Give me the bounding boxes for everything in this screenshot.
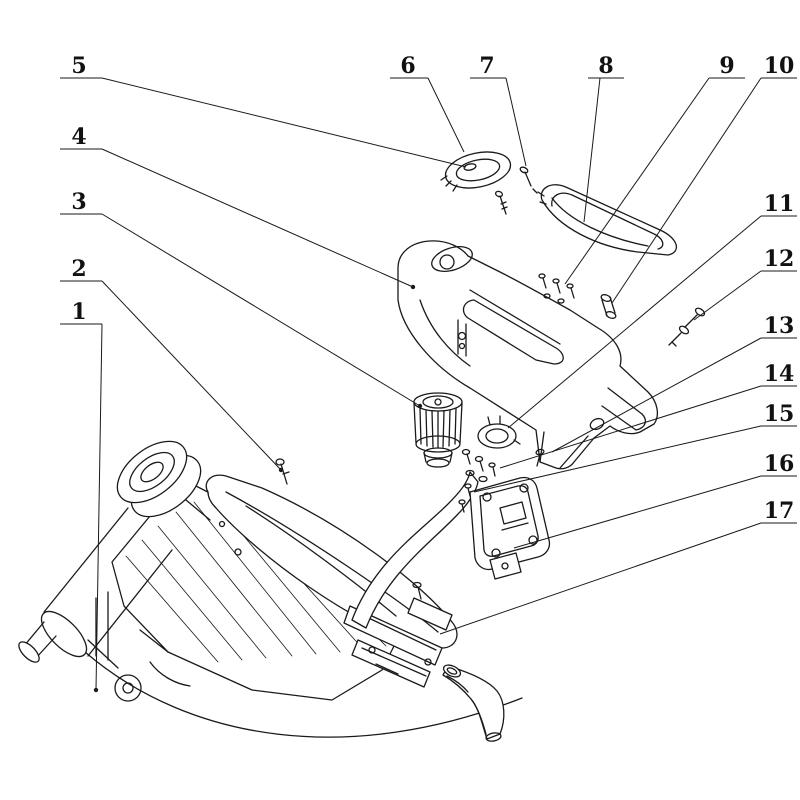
callout-label-8: 8 bbox=[598, 53, 613, 79]
curved-tube-part bbox=[351, 471, 479, 629]
callout-label-1: 1 bbox=[71, 299, 86, 325]
callout-label-5: 5 bbox=[71, 53, 86, 79]
callout-1 bbox=[60, 323, 103, 693]
bracket-box-part bbox=[458, 476, 551, 580]
elbow-pipe-part bbox=[442, 664, 505, 742]
callout-6 bbox=[390, 77, 465, 153]
callout-label-16: 16 bbox=[764, 451, 795, 477]
callout-4 bbox=[60, 148, 416, 290]
callout-13 bbox=[551, 337, 797, 453]
callout-10 bbox=[611, 77, 797, 304]
callout-label-9: 9 bbox=[719, 53, 734, 79]
callout-label-4: 4 bbox=[71, 124, 86, 150]
small-fasteners bbox=[519, 166, 706, 347]
callout-label-13: 13 bbox=[764, 313, 795, 339]
callout-12 bbox=[693, 270, 797, 321]
callout-7 bbox=[470, 77, 527, 167]
callout-label-15: 15 bbox=[764, 401, 795, 427]
callout-label-6: 6 bbox=[400, 53, 415, 79]
cap-part bbox=[440, 151, 512, 215]
callout-label-11: 11 bbox=[764, 191, 795, 217]
console-housing-part bbox=[397, 240, 659, 470]
callout-8 bbox=[583, 77, 624, 223]
callout-label-3: 3 bbox=[71, 189, 86, 215]
callout-label-12: 12 bbox=[764, 246, 795, 272]
callout-16 bbox=[513, 475, 797, 549]
callout-label-10: 10 bbox=[764, 53, 795, 79]
callout-label-7: 7 bbox=[479, 53, 494, 79]
clamp-ring-part bbox=[461, 415, 545, 483]
callout-17 bbox=[439, 522, 797, 635]
top-plate-part bbox=[537, 184, 678, 256]
callout-3 bbox=[60, 213, 423, 409]
callout-11 bbox=[507, 215, 797, 429]
callout-9 bbox=[564, 77, 745, 285]
callout-label-17: 17 bbox=[764, 498, 795, 524]
callout-label-2: 2 bbox=[71, 256, 86, 282]
callout-2 bbox=[60, 280, 284, 473]
callout-label-14: 14 bbox=[764, 361, 795, 387]
callout-5 bbox=[60, 77, 467, 168]
adjuster-knob-part bbox=[413, 392, 463, 468]
callout-15 bbox=[473, 425, 797, 493]
head-tube-bearing-part bbox=[18, 440, 211, 663]
callout-14 bbox=[499, 385, 797, 469]
